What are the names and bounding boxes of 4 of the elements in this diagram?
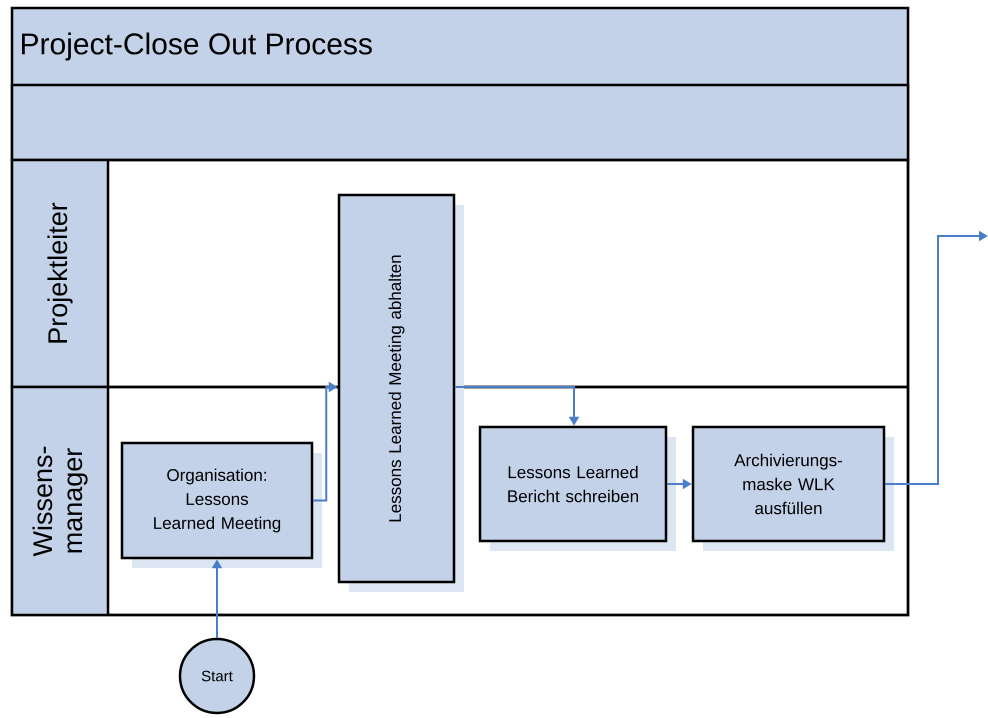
- process-box: Lessons Learned Meeting abhalten: [338, 194, 464, 592]
- process-box: Archivierungs- maske WLK ausfüllen: [692, 426, 894, 551]
- process-box: Lessons Learned Bericht schreiben: [478, 426, 676, 551]
- process-box: Organisation: Lessons Learned Meeting: [120, 442, 322, 568]
